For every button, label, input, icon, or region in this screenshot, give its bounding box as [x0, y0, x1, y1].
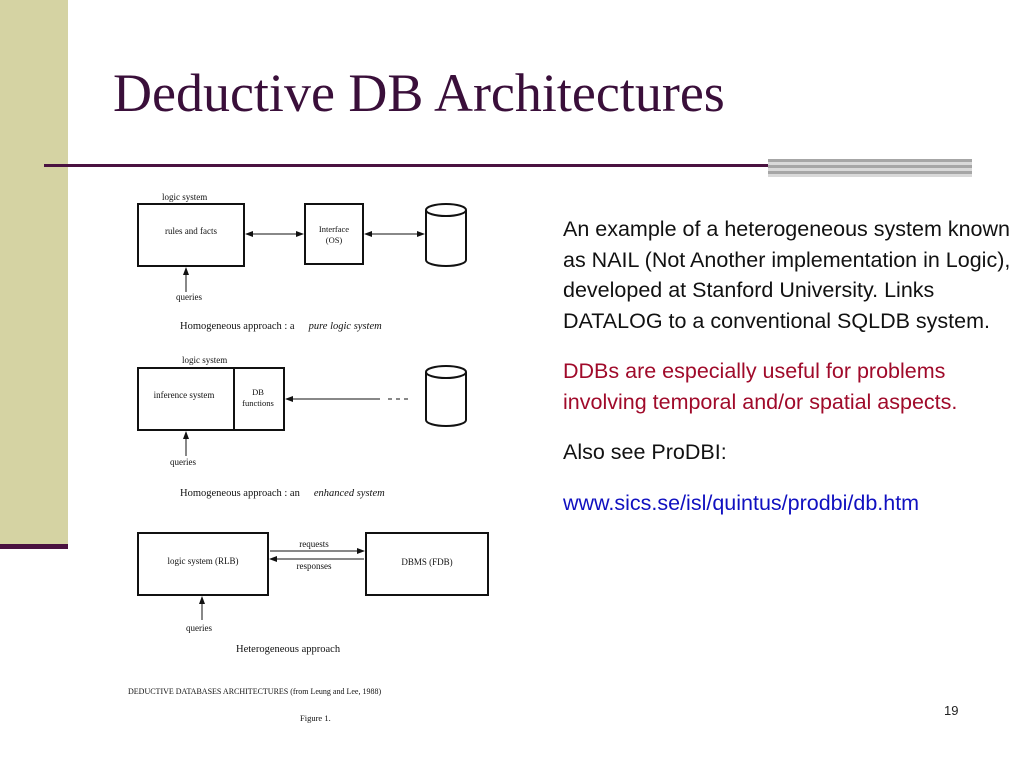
d3-logic-box: [137, 532, 269, 596]
d3-logic-label: logic system (RLB): [168, 556, 239, 566]
d3-responses-label: responses: [297, 561, 332, 571]
d2-database-icon: [425, 365, 467, 427]
body-text: An example of a heterogeneous system kno…: [563, 214, 1018, 538]
d3-queries-label: queries: [186, 623, 212, 633]
d1-logic-box: [137, 203, 245, 267]
architecture-figure: logic system rules and facts Interface (…: [108, 176, 516, 734]
d1-interface-box: [304, 203, 364, 265]
d3-caption: Heterogeneous approach: [236, 644, 341, 655]
diagram-heterogeneous: logic system (RLB) requests responses DB…: [137, 532, 489, 655]
figure-footer-caption: DEDUCTIVE DATABASES ARCHITECTURES (from …: [128, 687, 381, 696]
d1-queries-label: queries: [176, 292, 202, 302]
side-band: [0, 0, 68, 548]
d2-queries-label: queries: [170, 457, 196, 467]
d1-interface-line2: (OS): [326, 235, 343, 245]
diagram-enhanced: logic system inference system DB functio…: [137, 355, 467, 499]
page-number: 19: [944, 703, 959, 718]
title-rule-block: [768, 159, 972, 177]
ddb-usefulness: DDBs are especially useful for problems …: [563, 359, 958, 414]
d1-logic-system-label: logic system: [162, 192, 207, 202]
d2-logic-box: [137, 367, 285, 431]
title-rule: [44, 164, 794, 167]
prodbi-link[interactable]: www.sics.se/isl/quintus/prodbi/db.htm: [563, 490, 920, 515]
d2-db-line1: DB: [252, 387, 264, 397]
d3-requests-label: requests: [299, 539, 329, 549]
prodbi-intro: Also see ProDBI:: [563, 440, 727, 464]
architecture-diagram: logic system rules and facts Interface (…: [128, 192, 489, 723]
d1-interface-line1: Interface: [319, 224, 349, 234]
nail-description: An example of a heterogeneous system kno…: [563, 217, 1011, 333]
d3-dbms-box: [365, 532, 489, 596]
d1-rules-label: rules and facts: [165, 226, 217, 236]
d1-database-icon: [425, 203, 467, 267]
d2-inference-label: inference system: [154, 390, 215, 400]
diagram-pure-logic: logic system rules and facts Interface (…: [137, 192, 467, 332]
slide-title: Deductive DB Architectures: [113, 63, 725, 123]
figure-label: Figure 1.: [300, 713, 331, 723]
side-band-rule: [0, 544, 68, 549]
d3-dbms-label: DBMS (FDB): [401, 557, 452, 567]
d2-logic-system-label: logic system: [182, 355, 227, 365]
d2-db-line2: functions: [242, 398, 274, 408]
